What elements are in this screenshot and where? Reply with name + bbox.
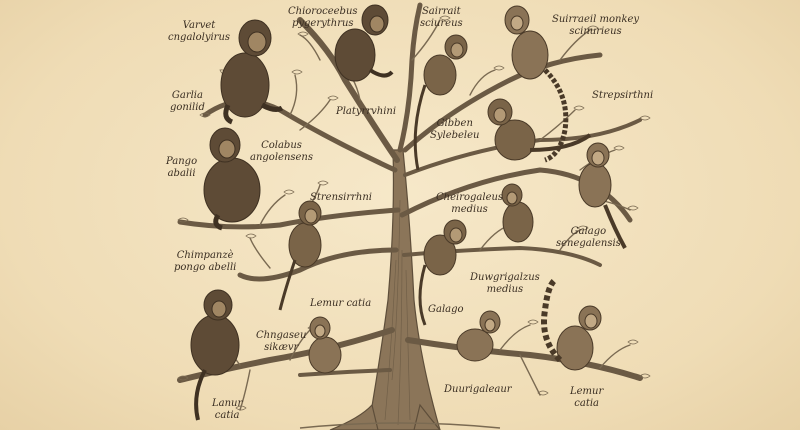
label-line: Suirraeil monkey <box>552 14 640 25</box>
label-chimpanze: Chimpanzè pongo abelli <box>174 250 236 274</box>
label-line: gonilid <box>170 102 205 113</box>
label-line: Duurigaleaur <box>444 384 512 395</box>
label-varvet: Varvet cngalolyirus <box>168 20 230 44</box>
label-line: Sylebeleu <box>430 130 480 141</box>
monkey-chngaseu <box>308 316 342 374</box>
monkey-galago <box>456 310 501 362</box>
monkey-gibben <box>487 98 592 161</box>
label-cheirogaleus: Cheirogaleus medius <box>436 192 503 216</box>
monkey-strensirrhni <box>278 200 322 311</box>
label-line: Duwgrigalzus <box>470 272 540 283</box>
monkey-lemur-right <box>541 277 602 371</box>
label-line: abalii <box>167 168 196 179</box>
label-duwgrigalzus: Duwgrigalzus medius <box>470 272 540 296</box>
label-line: catia <box>214 410 240 421</box>
label-line: medius <box>451 204 488 215</box>
label-galago: Galago <box>428 304 464 316</box>
label-line: senegalensis <box>556 238 621 249</box>
label-colabus: Colabus angolensens <box>250 140 313 164</box>
label-pango: Pango abalii <box>166 156 197 180</box>
label-garlia: Garlia gonilid <box>170 90 205 114</box>
label-chioroceebus: Chioroceebus pygerythrus <box>288 6 358 30</box>
monkey-sairrait <box>413 34 468 171</box>
label-sairrait: Sairrait sciureus <box>420 6 463 30</box>
monkey-cheirogaleus <box>501 183 534 243</box>
ground <box>299 422 501 429</box>
label-line: Garlia <box>171 90 203 101</box>
label-line: catia <box>574 398 599 409</box>
monkey-varvet <box>220 19 284 125</box>
label-line: Cheirogaleus <box>436 192 504 203</box>
label-line: Sairrait <box>421 6 461 17</box>
label-line: Gibben <box>436 118 473 129</box>
label-lemur-catia-right: Lemur catia <box>570 386 603 410</box>
label-line: Lemur <box>570 386 604 397</box>
label-line: Platyrrvhini <box>336 106 397 117</box>
monkey-chioroceebus <box>334 4 394 82</box>
label-line: Chioroceebus <box>288 6 358 17</box>
label-strepsirthni: Strepsirthni <box>592 90 653 102</box>
label-line: Strepsirthni <box>592 90 654 101</box>
label-line: scinurieus <box>569 26 622 37</box>
label-line: Galago <box>428 304 464 315</box>
label-line: Chngaseu <box>256 330 307 341</box>
label-line: Pango <box>166 156 198 167</box>
monkey-duwgrigalzus <box>418 219 467 326</box>
label-lanur: Lanur catia <box>212 398 242 422</box>
label-gibben: Gibben Sylebeleu <box>430 118 480 142</box>
label-line: Colabus <box>261 140 302 151</box>
label-lemur-catia-mid: Lemur catia <box>310 298 371 310</box>
label-strensirrhni: Strensirrhni <box>310 192 372 204</box>
trunk-texture <box>384 199 411 426</box>
label-line: medius <box>486 284 524 295</box>
label-line: sikævr <box>264 342 299 353</box>
monkey-strepsirthni <box>578 142 627 249</box>
label-line: Lanur <box>212 398 243 409</box>
monkey-pango <box>203 127 261 231</box>
label-line: pongo abelli <box>174 262 237 273</box>
label-line: Galago <box>570 226 607 237</box>
label-duurigaleaur: Duurigaleaur <box>444 384 512 396</box>
monkey-suirraeil <box>504 5 569 163</box>
monkey-lanur <box>190 289 240 421</box>
label-line: angolensens <box>250 152 314 163</box>
label-line: Strensirrhni <box>310 192 372 203</box>
label-line: pygerythrus <box>291 18 354 29</box>
label-line: cngalolyirus <box>168 32 231 43</box>
label-line: Chimpanzè <box>176 250 234 261</box>
label-line: sciureus <box>420 18 463 29</box>
label-chngaseu: Chngaseu sikævr <box>256 330 306 354</box>
label-line: Varvet <box>182 20 216 31</box>
label-platyrrvhini: Platyrrvhini <box>336 106 396 118</box>
label-galago-senegalensis: Galago senegalensis <box>556 226 621 250</box>
label-line: Lemur catia <box>310 298 372 309</box>
label-suirraeil: Suirraeil monkey scinurieus <box>552 14 639 38</box>
